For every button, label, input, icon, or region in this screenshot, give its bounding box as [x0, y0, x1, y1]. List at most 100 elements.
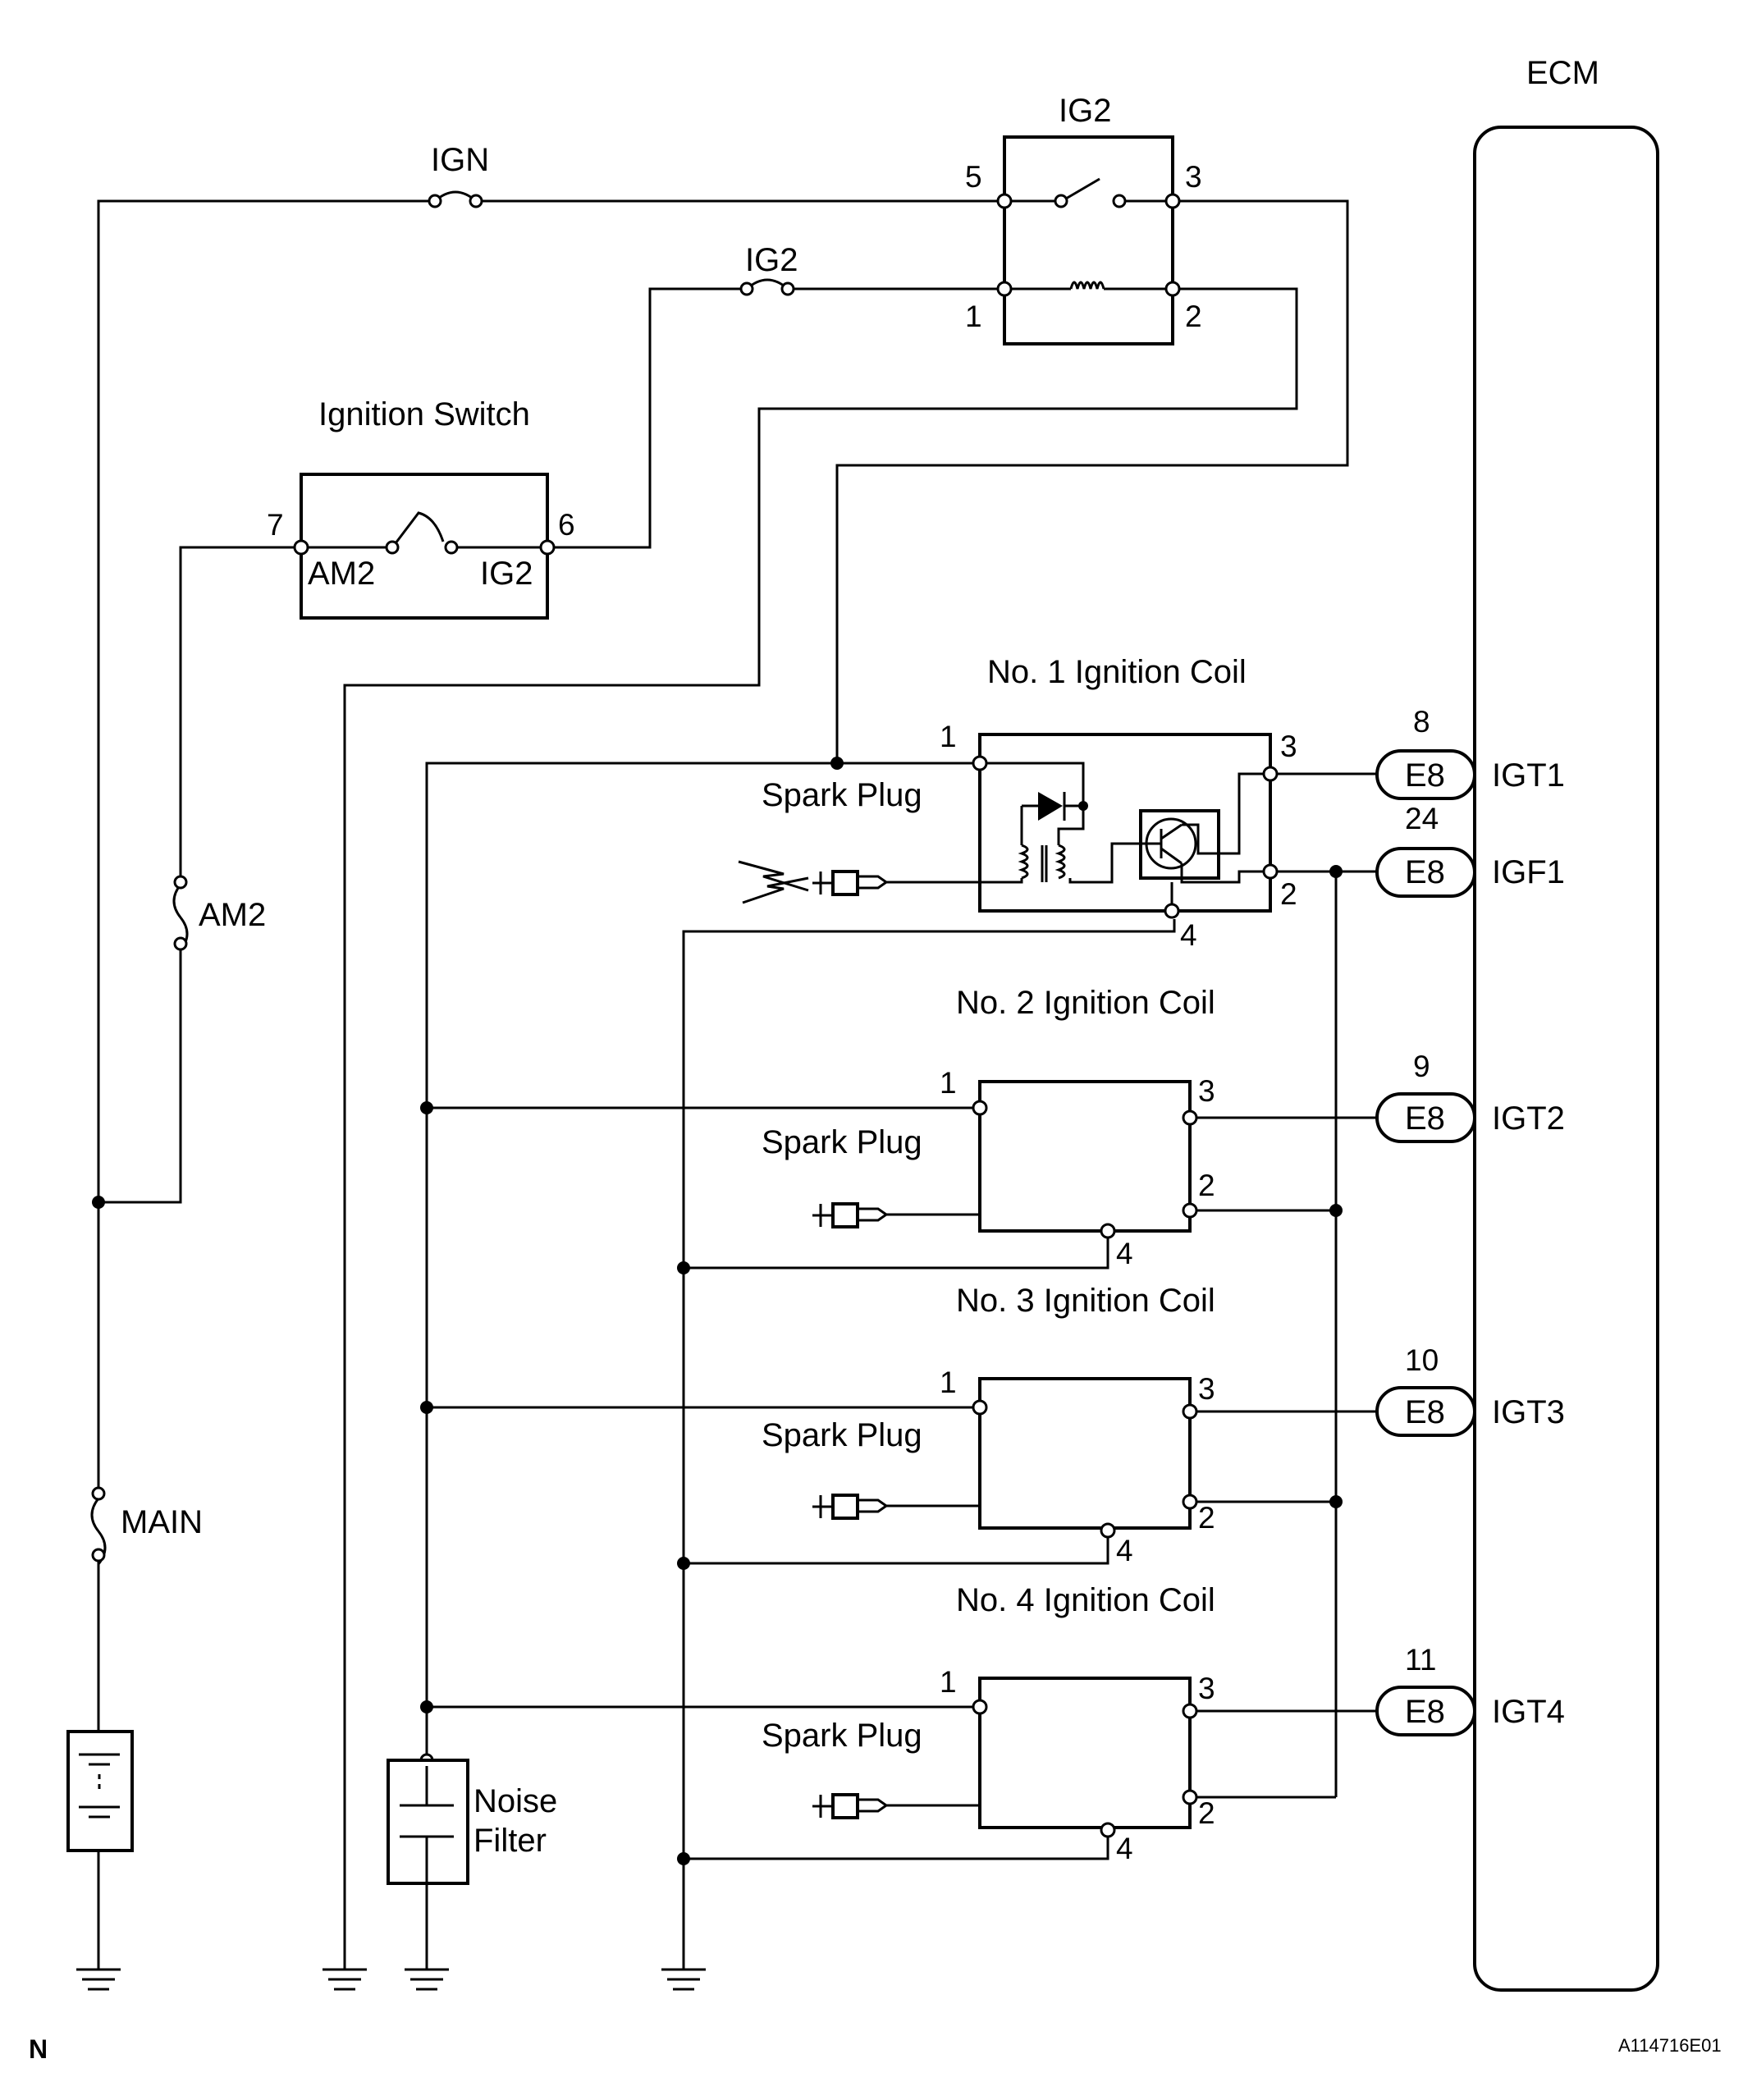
coil-4-pin-2: [1182, 1789, 1198, 1805]
relay-pin-5-label: 5: [965, 160, 982, 194]
connector-igt3-pin: 10: [1405, 1343, 1439, 1377]
coil-1-spark-plug: [831, 870, 859, 896]
main-fuse-label: MAIN: [121, 1504, 203, 1540]
coil-2-label: No. 2 Ignition Coil: [956, 985, 1215, 1021]
coil-2-pin-3-label: 3: [1198, 1074, 1215, 1108]
coil-3-pin-2: [1182, 1494, 1198, 1510]
coil-1-pin-1-label: 1: [940, 720, 957, 753]
connector-igt3-name: E8: [1405, 1394, 1445, 1430]
noise-filter-label-1: Noise: [473, 1783, 557, 1819]
ecm-box: [1473, 126, 1659, 1992]
ignition-switch-label: Ignition Switch: [318, 396, 530, 432]
ignition-switch-term-ig2: IG2: [480, 556, 533, 592]
ignition-switch-pin-6: [539, 539, 556, 556]
connector-igt4: 11 E8 IGT4: [1375, 1643, 1565, 1736]
coil-1-pin-2-label: 2: [1280, 877, 1297, 911]
connector-igt3: 10 E8 IGT3: [1375, 1343, 1565, 1437]
relay-pin-5: [996, 193, 1013, 209]
ignition-switch-term-am2: AM2: [308, 556, 375, 592]
coil-2-pin-2-label: 2: [1198, 1169, 1215, 1202]
relay-pin-2: [1164, 281, 1181, 297]
coil-3-box: [978, 1377, 1192, 1530]
ground-coils: [661, 1968, 706, 1991]
ignition-switch-pin-7-label: 7: [267, 508, 284, 542]
coil-3-pin-4-label: 4: [1116, 1534, 1133, 1567]
ig2-fuse-label: IG2: [745, 242, 798, 278]
battery: [66, 1730, 134, 1852]
relay-pin-2-label: 2: [1185, 300, 1202, 333]
coil-2-pin-2: [1182, 1202, 1198, 1219]
relay-pin-3: [1164, 193, 1181, 209]
ecm-label: ECM: [1526, 55, 1599, 91]
ground-noise-filter: [405, 1968, 449, 1991]
coil-1-pin-2: [1262, 863, 1279, 880]
ground-battery: [76, 1968, 121, 1991]
coil-3-pin-3-label: 3: [1198, 1372, 1215, 1406]
coil-1-box: [978, 733, 1272, 913]
coil-1-pin-3: [1262, 766, 1279, 782]
connector-igt4-pin: 11: [1405, 1643, 1436, 1677]
connector-igt2-signal: IGT2: [1492, 1100, 1565, 1137]
coil-3-spark-plug: [831, 1494, 859, 1520]
coil-4-box: [978, 1677, 1192, 1829]
ignition-switch-pin-7: [293, 539, 309, 556]
ignition-switch-pin-6-label: 6: [558, 508, 575, 542]
connector-igf1-pin: 24: [1405, 802, 1439, 835]
connector-igt1-signal: IGT1: [1492, 757, 1565, 794]
coil-4-pin-4: [1100, 1822, 1116, 1838]
coil-1-label: No. 1 Ignition Coil: [987, 654, 1247, 690]
coil-4-pin-1: [972, 1699, 988, 1715]
coil-2-pin-4: [1100, 1223, 1116, 1239]
connector-igt2-name: E8: [1405, 1100, 1445, 1137]
coil-2-box: [978, 1080, 1192, 1233]
coil-3-pin-1: [972, 1399, 988, 1416]
coil-1-pin-1: [972, 755, 988, 771]
noise-filter-label-2: Filter: [473, 1823, 547, 1859]
coil-4-pin-3: [1182, 1703, 1198, 1719]
coil-4-spark-plug-label: Spark Plug: [762, 1718, 922, 1754]
connector-igt4-name: E8: [1405, 1694, 1445, 1730]
connector-igf1-name: E8: [1405, 854, 1445, 890]
coil-3-spark-plug-label: Spark Plug: [762, 1417, 922, 1453]
connector-igt4-signal: IGT4: [1492, 1694, 1565, 1730]
coil-1-pin-3-label: 3: [1280, 730, 1297, 763]
figure-id: A114716E01: [1618, 2035, 1722, 2056]
relay-pin-1: [996, 281, 1013, 297]
ig2-relay-box: [1003, 135, 1174, 345]
coil-4-pin-1-label: 1: [940, 1665, 957, 1699]
coil-3-pin-3: [1182, 1403, 1198, 1420]
coil-3-pin-4: [1100, 1522, 1116, 1539]
coil-2-pin-1: [972, 1100, 988, 1116]
ign-fuse-label: IGN: [431, 142, 489, 178]
coil-1-pin-4: [1164, 903, 1180, 919]
coil-2-pin-4-label: 4: [1116, 1237, 1133, 1270]
coil-2-spark-plug: [831, 1202, 859, 1228]
relay-pin-3-label: 3: [1185, 160, 1202, 194]
ig2-relay-label: IG2: [1059, 93, 1111, 129]
connector-igt3-signal: IGT3: [1492, 1394, 1565, 1430]
coil-1-pin-4-label: 4: [1180, 918, 1197, 952]
corner-label: N: [29, 2034, 48, 2064]
coil-1-spark-plug-label: Spark Plug: [762, 777, 922, 813]
am2-fuse-label: AM2: [199, 897, 266, 933]
coil-2-pin-1-label: 1: [940, 1066, 957, 1100]
connector-igt2-pin: 9: [1413, 1050, 1430, 1083]
coil-3-pin-1-label: 1: [940, 1366, 957, 1399]
coil-3-label: No. 3 Ignition Coil: [956, 1283, 1215, 1319]
connector-igt1-pin: 8: [1413, 705, 1430, 739]
connector-igt2: 9 E8 IGT2: [1375, 1050, 1565, 1143]
coil-3-pin-2-label: 2: [1198, 1501, 1215, 1535]
connector-igt1: 8 E8 IGT1: [1375, 705, 1565, 800]
coil-4-pin-3-label: 3: [1198, 1672, 1215, 1705]
ground-relay-return: [323, 1968, 367, 1991]
connector-igf1: 24 E8 IGF1: [1375, 802, 1565, 898]
coil-4-pin-4-label: 4: [1116, 1832, 1133, 1865]
connector-igt1-name: E8: [1405, 757, 1445, 794]
coil-4-spark-plug: [831, 1793, 859, 1819]
relay-pin-1-label: 1: [965, 300, 982, 333]
coil-2-pin-3: [1182, 1109, 1198, 1126]
coil-2-spark-plug-label: Spark Plug: [762, 1124, 922, 1160]
connector-igf1-signal: IGF1: [1492, 854, 1565, 890]
coil-4-pin-2-label: 2: [1198, 1796, 1215, 1830]
